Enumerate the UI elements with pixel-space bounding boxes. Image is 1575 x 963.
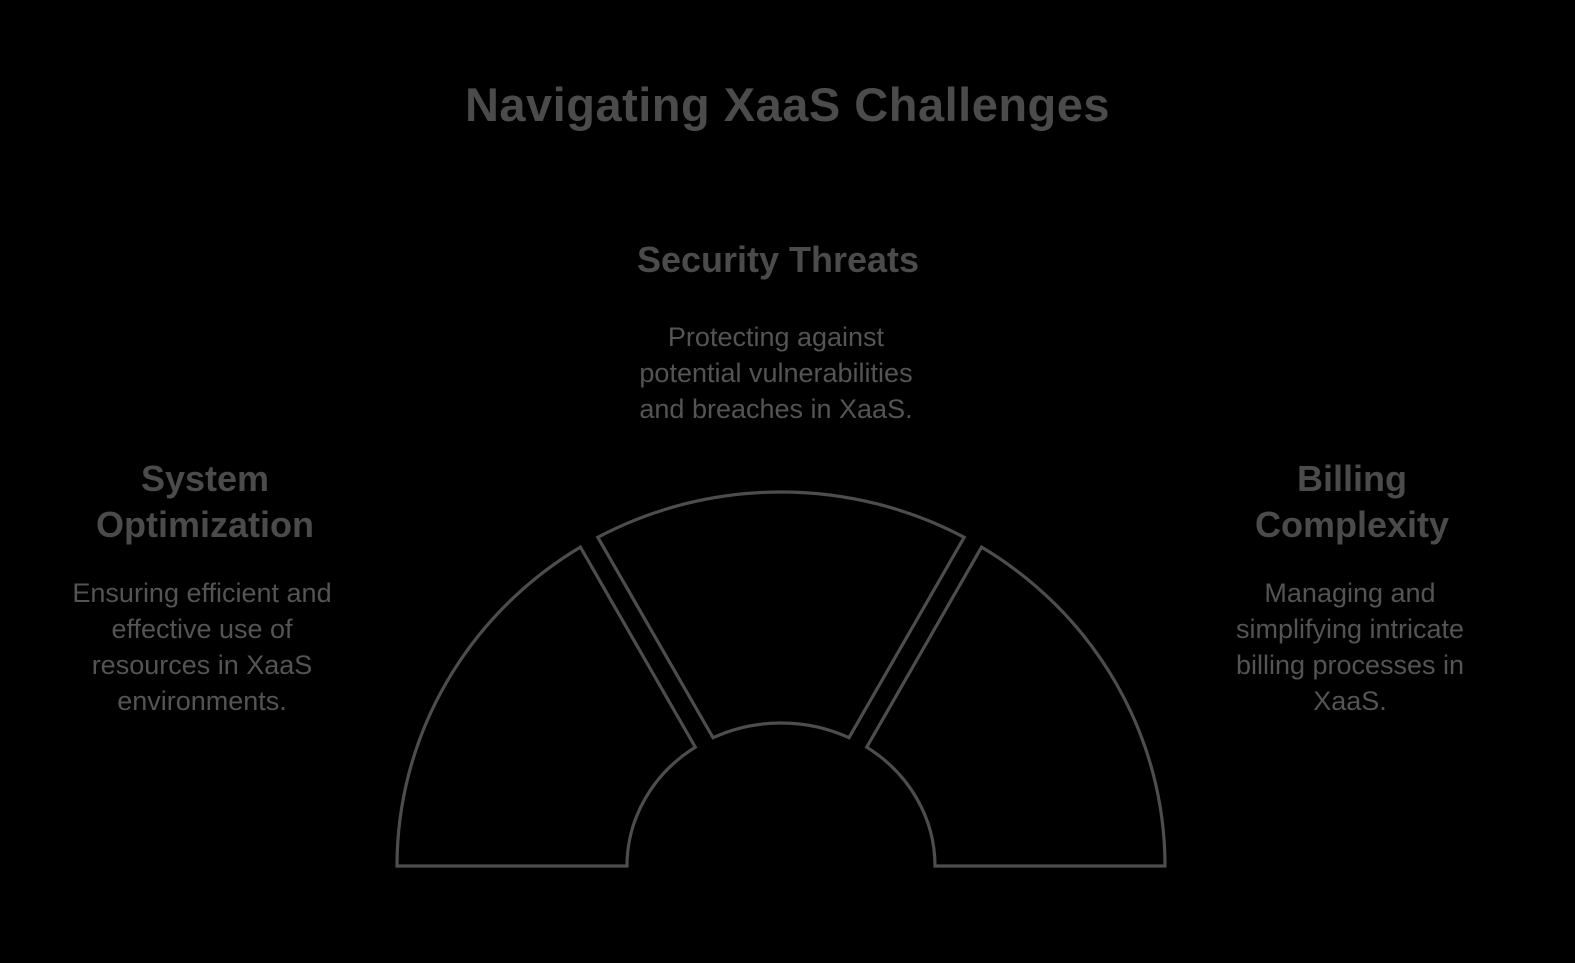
diagram-title: Navigating XaaS Challenges <box>464 78 1111 131</box>
section-system-optimization-heading: System Optimization <box>96 458 314 545</box>
segment-security-threats <box>595 490 967 740</box>
segment-billing-complexity <box>864 544 1167 868</box>
segment-system-optimization <box>395 544 698 868</box>
section-system-optimization-description: Ensuring efficient and effective use of … <box>72 578 332 716</box>
section-billing-complexity-description: Managing and simplifying intricate billi… <box>1235 578 1465 716</box>
section-billing-complexity-heading: Billing Complexity <box>1254 458 1450 545</box>
section-security-threats-description: Protecting against potential vulnerabili… <box>639 322 913 424</box>
section-security-threats-heading: Security Threats <box>636 239 920 280</box>
